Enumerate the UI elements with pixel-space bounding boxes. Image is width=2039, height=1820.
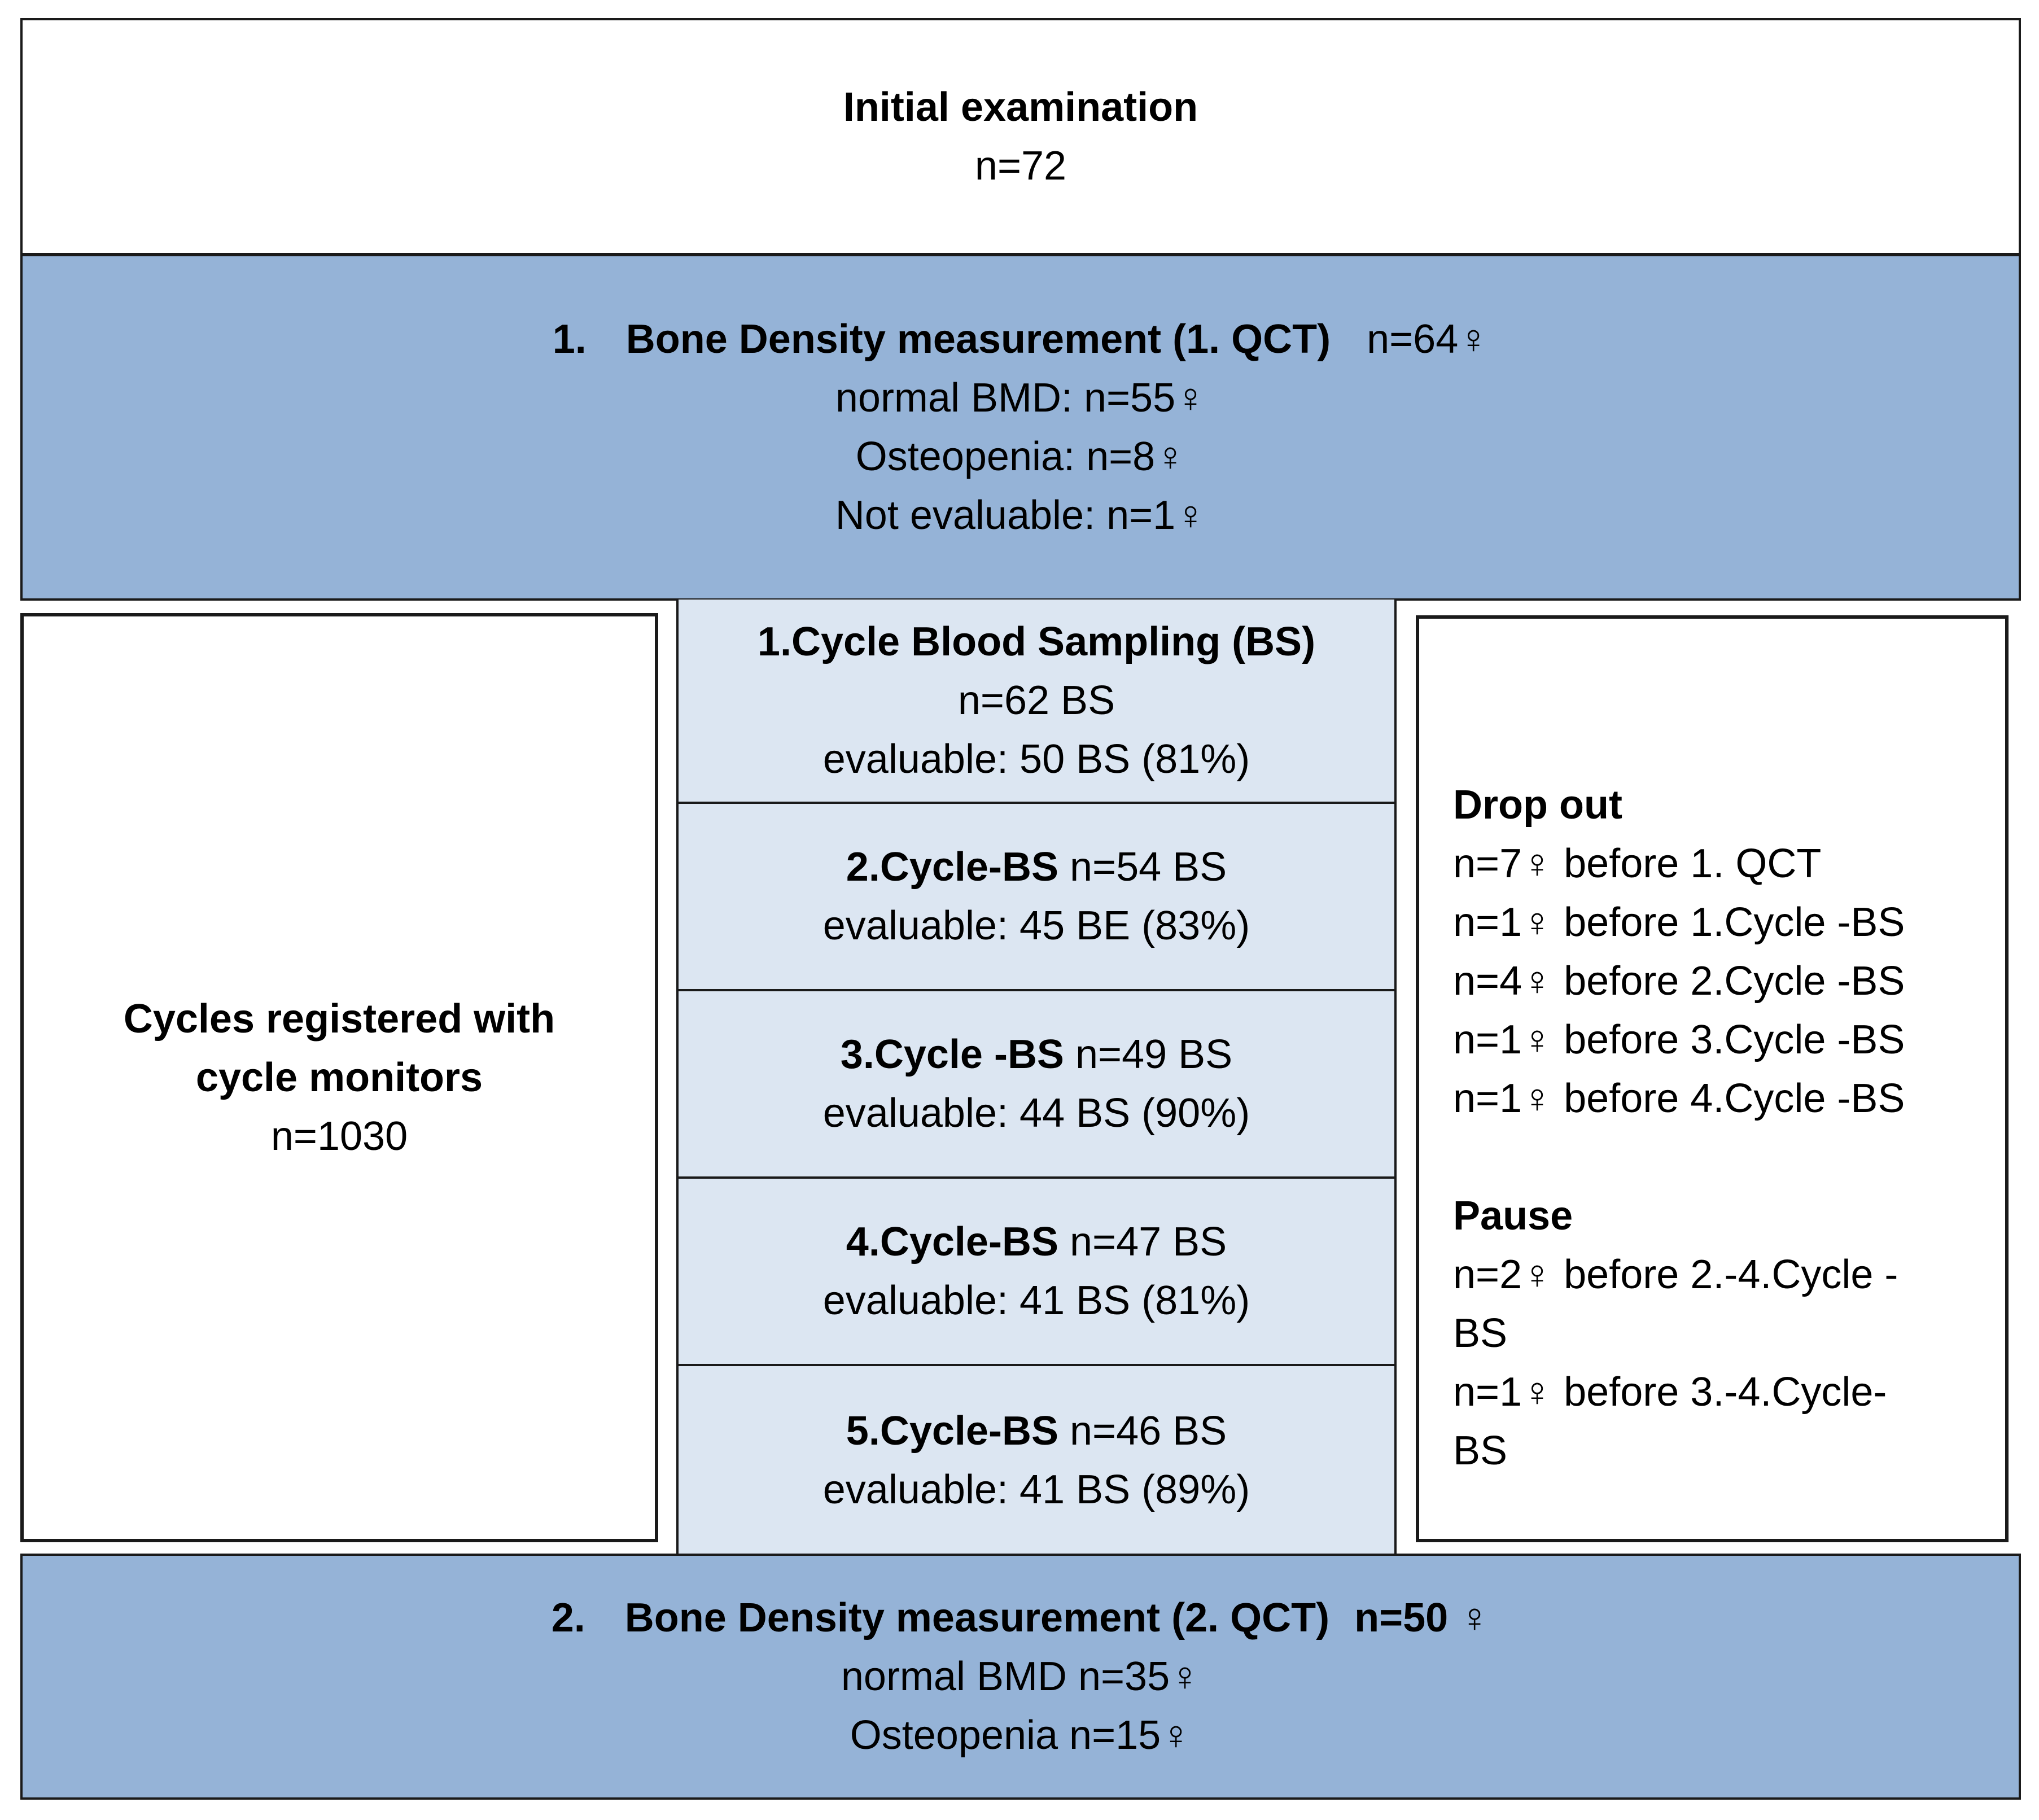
bs-cycle-3-count: n=49 BS — [1064, 1032, 1233, 1077]
bs-cycle-5-title: 5.Cycle-BS — [846, 1408, 1058, 1454]
bs-cycle-4-count: n=47 BS — [1058, 1219, 1227, 1265]
qct2-heading: 2. Bone Density measurement (2. QCT) n=5… — [552, 1589, 1490, 1647]
spacer — [1453, 1128, 1905, 1187]
bs-cycle-2-title: 2.Cycle-BS — [846, 845, 1058, 890]
bs-cycle-1: 1.Cycle Blood Sampling (BS) n=62 BS eval… — [679, 600, 1394, 804]
pause-title: Pause — [1453, 1193, 1573, 1239]
dropout-item: n=4♀ before 2.Cycle -BS — [1453, 959, 1905, 1004]
bs-cycle-2: 2.Cycle-BS n=54 BS evaluable: 45 BE (83%… — [679, 804, 1394, 991]
qct2-normal-bmd: normal BMD n=35♀ — [841, 1654, 1201, 1699]
pause-item: n=2♀ before 2.-4.Cycle - — [1453, 1252, 1898, 1297]
qct1-box: 1. Bone Density measurement (1. QCT) n=6… — [20, 254, 2021, 601]
dropout-pause-box: Drop out n=7♀ before 1. QCT n=1♀ before … — [1416, 615, 2009, 1542]
qct1-osteopenia: Osteopenia: n=8♀ — [855, 434, 1186, 479]
qct1-count: n=64♀ — [1367, 317, 1489, 362]
qct2-title: Bone Density measurement (2. QCT) — [624, 1595, 1330, 1640]
qct2-box: 2. Bone Density measurement (2. QCT) n=5… — [20, 1554, 2021, 1800]
dropout-item: n=1♀ before 3.Cycle -BS — [1453, 1017, 1905, 1062]
qct2-osteopenia: Osteopenia n=15♀ — [850, 1713, 1192, 1758]
dropout-pause-content: Drop out n=7♀ before 1. QCT n=1♀ before … — [1453, 776, 1905, 1480]
initial-examination-box: Initial examination n=72 — [20, 18, 2021, 255]
bs-cycle-1-title: 1.Cycle Blood Sampling (BS) — [757, 619, 1316, 664]
cycles-count: n=1030 — [270, 1114, 408, 1159]
pause-item: BS — [1453, 1311, 1508, 1356]
bs-cycle-3: 3.Cycle -BS n=49 BS evaluable: 44 BS (90… — [679, 991, 1394, 1179]
qct1-heading: 1. Bone Density measurement (1. QCT) n=6… — [553, 310, 1489, 369]
qct2-count: n=50 — [1354, 1595, 1449, 1640]
blood-sampling-column: 1.Cycle Blood Sampling (BS) n=62 BS eval… — [676, 600, 1397, 1555]
dropout-item: n=7♀ before 1. QCT — [1453, 841, 1822, 886]
dropout-item: n=1♀ before 1.Cycle -BS — [1453, 900, 1905, 945]
qct1-number: 1. — [552, 317, 587, 362]
dropout-title: Drop out — [1453, 782, 1622, 828]
bs-cycle-5-count: n=46 BS — [1058, 1408, 1227, 1454]
pause-item: n=1♀ before 3.-4.Cycle- — [1453, 1370, 1887, 1415]
dropout-item: n=1♀ before 4.Cycle -BS — [1453, 1076, 1905, 1121]
initial-examination-title: Initial examination — [843, 85, 1198, 130]
qct2-female-symbol: ♀ — [1448, 1595, 1490, 1640]
pause-item: BS — [1453, 1428, 1508, 1473]
cycles-registered-box: Cycles registered with cycle monitors n=… — [20, 613, 658, 1542]
cycles-title-line2: cycle monitors — [195, 1055, 483, 1100]
bs-cycle-1-evaluable: evaluable: 50 BS (81%) — [822, 737, 1250, 782]
bs-cycle-5: 5.Cycle-BS n=46 BS evaluable: 41 BS (89%… — [679, 1366, 1394, 1555]
bs-cycle-4-evaluable: evaluable: 41 BS (81%) — [822, 1278, 1250, 1323]
bs-cycle-3-title: 3.Cycle -BS — [840, 1032, 1064, 1077]
bs-cycle-2-evaluable: evaluable: 45 BE (83%) — [822, 903, 1250, 948]
qct1-normal-bmd: normal BMD: n=55♀ — [835, 375, 1206, 421]
qct1-title: Bone Density measurement (1. QCT) — [625, 317, 1331, 362]
bs-cycle-1-count: n=62 BS — [957, 678, 1115, 723]
bs-cycle-2-count: n=54 BS — [1058, 845, 1227, 890]
initial-examination-count: n=72 — [974, 143, 1067, 189]
qct2-number: 2. — [551, 1595, 585, 1640]
bs-cycle-5-evaluable: evaluable: 41 BS (89%) — [822, 1467, 1250, 1512]
bs-cycle-4: 4.Cycle-BS n=47 BS evaluable: 41 BS (81%… — [679, 1179, 1394, 1366]
qct1-not-evaluable: Not evaluable: n=1♀ — [835, 493, 1206, 538]
cycles-title-line1: Cycles registered with — [123, 996, 555, 1042]
bs-cycle-3-evaluable: evaluable: 44 BS (90%) — [822, 1091, 1250, 1136]
bs-cycle-4-title: 4.Cycle-BS — [846, 1219, 1058, 1265]
